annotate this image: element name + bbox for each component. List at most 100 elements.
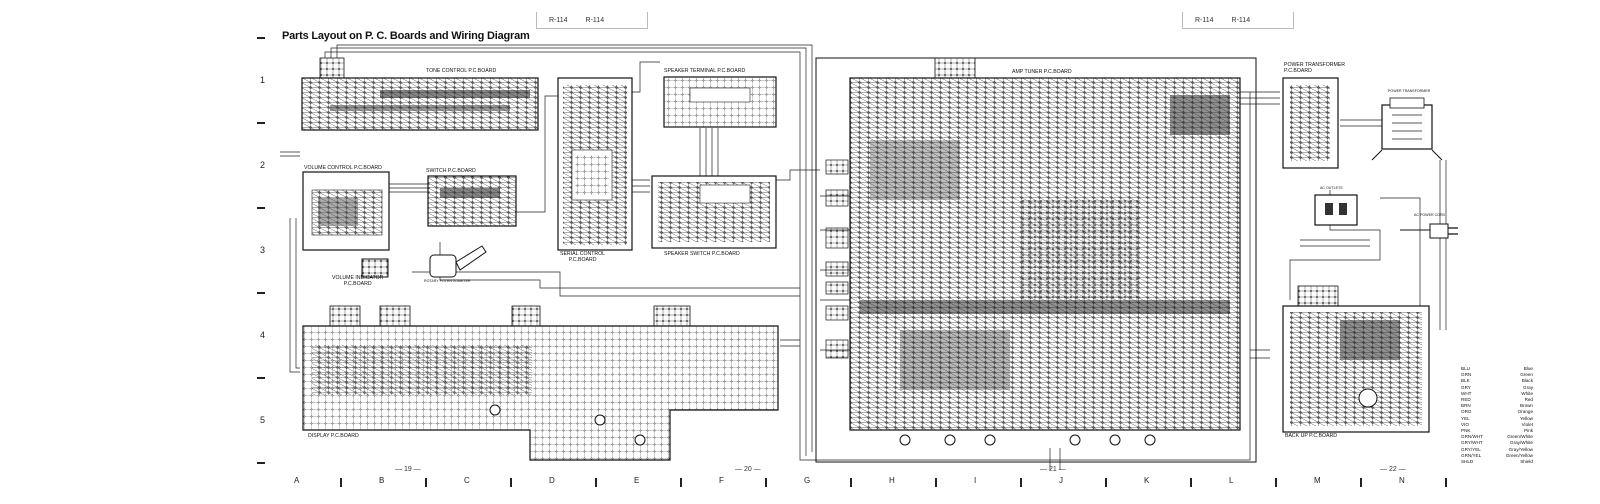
row-number: 1 — [260, 75, 266, 85]
row-dash — [257, 37, 265, 39]
column-letter: F — [719, 476, 724, 485]
legend-color: Yellow — [1519, 415, 1533, 421]
volume-control-board-label: VOLUME CONTROL P.C.BOARD — [304, 165, 382, 171]
legend-code: GRN/YEL — [1461, 452, 1482, 458]
row-number: 5 — [260, 415, 266, 425]
legend-code: ORG — [1461, 409, 1472, 415]
volume-indicator-board — [361, 258, 389, 278]
power-transformer-board — [1282, 77, 1339, 169]
legend-color: Gray — [1523, 384, 1533, 390]
power-transformer-part-label: POWER TRANSFORMER — [1388, 89, 1431, 93]
speaker-terminal-board — [663, 76, 777, 128]
tone-control-board-label: TONE CONTROL P.C.BOARD — [426, 68, 497, 74]
column-letter: K — [1144, 476, 1150, 485]
page-number: — 22 — — [1380, 466, 1406, 473]
amp-tuner-board-label: AMP TUNER P.C.BOARD — [1012, 69, 1072, 75]
row-dash — [257, 377, 265, 379]
column-letter: E — [634, 476, 640, 485]
speaker-terminal-board-label: SPEAKER TERMINAL P.C.BOARD — [664, 68, 746, 74]
page-number: — 20 — — [735, 466, 761, 473]
switch-board — [427, 175, 517, 227]
page-title: Parts Layout on P. C. Boards and Wiring … — [282, 30, 530, 42]
potentiometer — [429, 245, 487, 278]
legend-code: WHT — [1461, 390, 1472, 396]
column-letter: L — [1229, 476, 1234, 485]
legend-code: RED — [1461, 397, 1471, 403]
legend-row: GRN/YEL Green/Yellow — [1461, 453, 1533, 459]
row-dash — [257, 462, 265, 464]
volume-control-board — [302, 171, 390, 251]
column-letter: M — [1314, 476, 1321, 485]
ac-outlets-part — [1314, 194, 1358, 226]
legend-code: VIO — [1461, 421, 1469, 427]
legend-color: Green/Yellow — [1505, 452, 1533, 458]
legend-row: YEL Yellow — [1461, 416, 1533, 422]
column-tick — [1275, 478, 1277, 487]
column-letter: C — [464, 476, 470, 485]
serial-control-board — [557, 77, 633, 251]
legend-code: YEL — [1461, 415, 1470, 421]
power-transformer-board-label: POWER TRANSFORMER P.C.BOARD — [1284, 62, 1346, 74]
row-number: 4 — [260, 330, 266, 340]
header-ref: R-114 — [1231, 16, 1251, 24]
column-tick — [425, 478, 427, 487]
column-letter: G — [804, 476, 811, 485]
legend-code: GRY — [1461, 384, 1471, 390]
ac-plug-part — [1400, 223, 1458, 239]
column-letter: D — [549, 476, 555, 485]
column-tick — [935, 478, 937, 487]
legend-color: Green — [1520, 372, 1533, 378]
header-ref-right: R-114 R-114 — [1182, 12, 1294, 29]
header-ref: R-114 — [1195, 16, 1214, 24]
legend-code: GRY/YEL — [1461, 446, 1481, 452]
legend-row: RED Red — [1461, 397, 1533, 403]
column-letter: B — [379, 476, 385, 485]
legend-color: White — [1521, 390, 1533, 396]
legend-color: Green/White — [1507, 434, 1533, 440]
column-letter: J — [1059, 476, 1063, 485]
legend-color: Red — [1524, 397, 1533, 403]
volume-indicator-board-label: VOLUME INDICATOR P.C.BOARD — [332, 275, 384, 287]
row-dash — [257, 292, 265, 294]
page-number: — 19 — — [395, 466, 421, 473]
column-tick — [1020, 478, 1022, 487]
column-letter: I — [974, 476, 977, 485]
row-number: 3 — [260, 245, 266, 255]
row-dash — [257, 122, 265, 124]
serial-control-board-label: SERIAL CONTROL P.C.BOARD — [560, 251, 606, 263]
ac-power-cord-label: AC POWER CORD — [1414, 213, 1446, 217]
back-up-board — [1282, 285, 1430, 433]
column-tick — [765, 478, 767, 487]
legend-color: Gray/White — [1510, 440, 1533, 446]
page-number: — 21 — — [1040, 466, 1066, 473]
header-ref: R-114 — [549, 16, 568, 24]
row-number: 2 — [260, 160, 266, 170]
display-board — [302, 305, 779, 461]
legend-color: Orange — [1517, 409, 1533, 415]
column-tick — [595, 478, 597, 487]
speaker-switch-board-label: SPEAKER SWITCH P.C.BOARD — [664, 251, 740, 257]
column-tick — [1360, 478, 1362, 487]
column-tick — [1105, 478, 1107, 487]
header-ref: R-114 — [585, 16, 605, 24]
column-letter: H — [889, 476, 895, 485]
column-letter: N — [1399, 476, 1405, 485]
column-tick — [1445, 478, 1447, 487]
column-tick — [510, 478, 512, 487]
tone-control-board — [301, 57, 539, 131]
display-board-label: DISPLAY P.C.BOARD — [308, 433, 359, 439]
legend-code: GRY/WHT — [1461, 440, 1483, 446]
transformer-part — [1371, 97, 1443, 161]
legend-color: Pink — [1524, 428, 1533, 434]
potentiometer-label: ROTARY POTENTIOMETER — [424, 279, 471, 283]
column-tick — [340, 478, 342, 487]
legend-color: Brown — [1519, 403, 1533, 409]
